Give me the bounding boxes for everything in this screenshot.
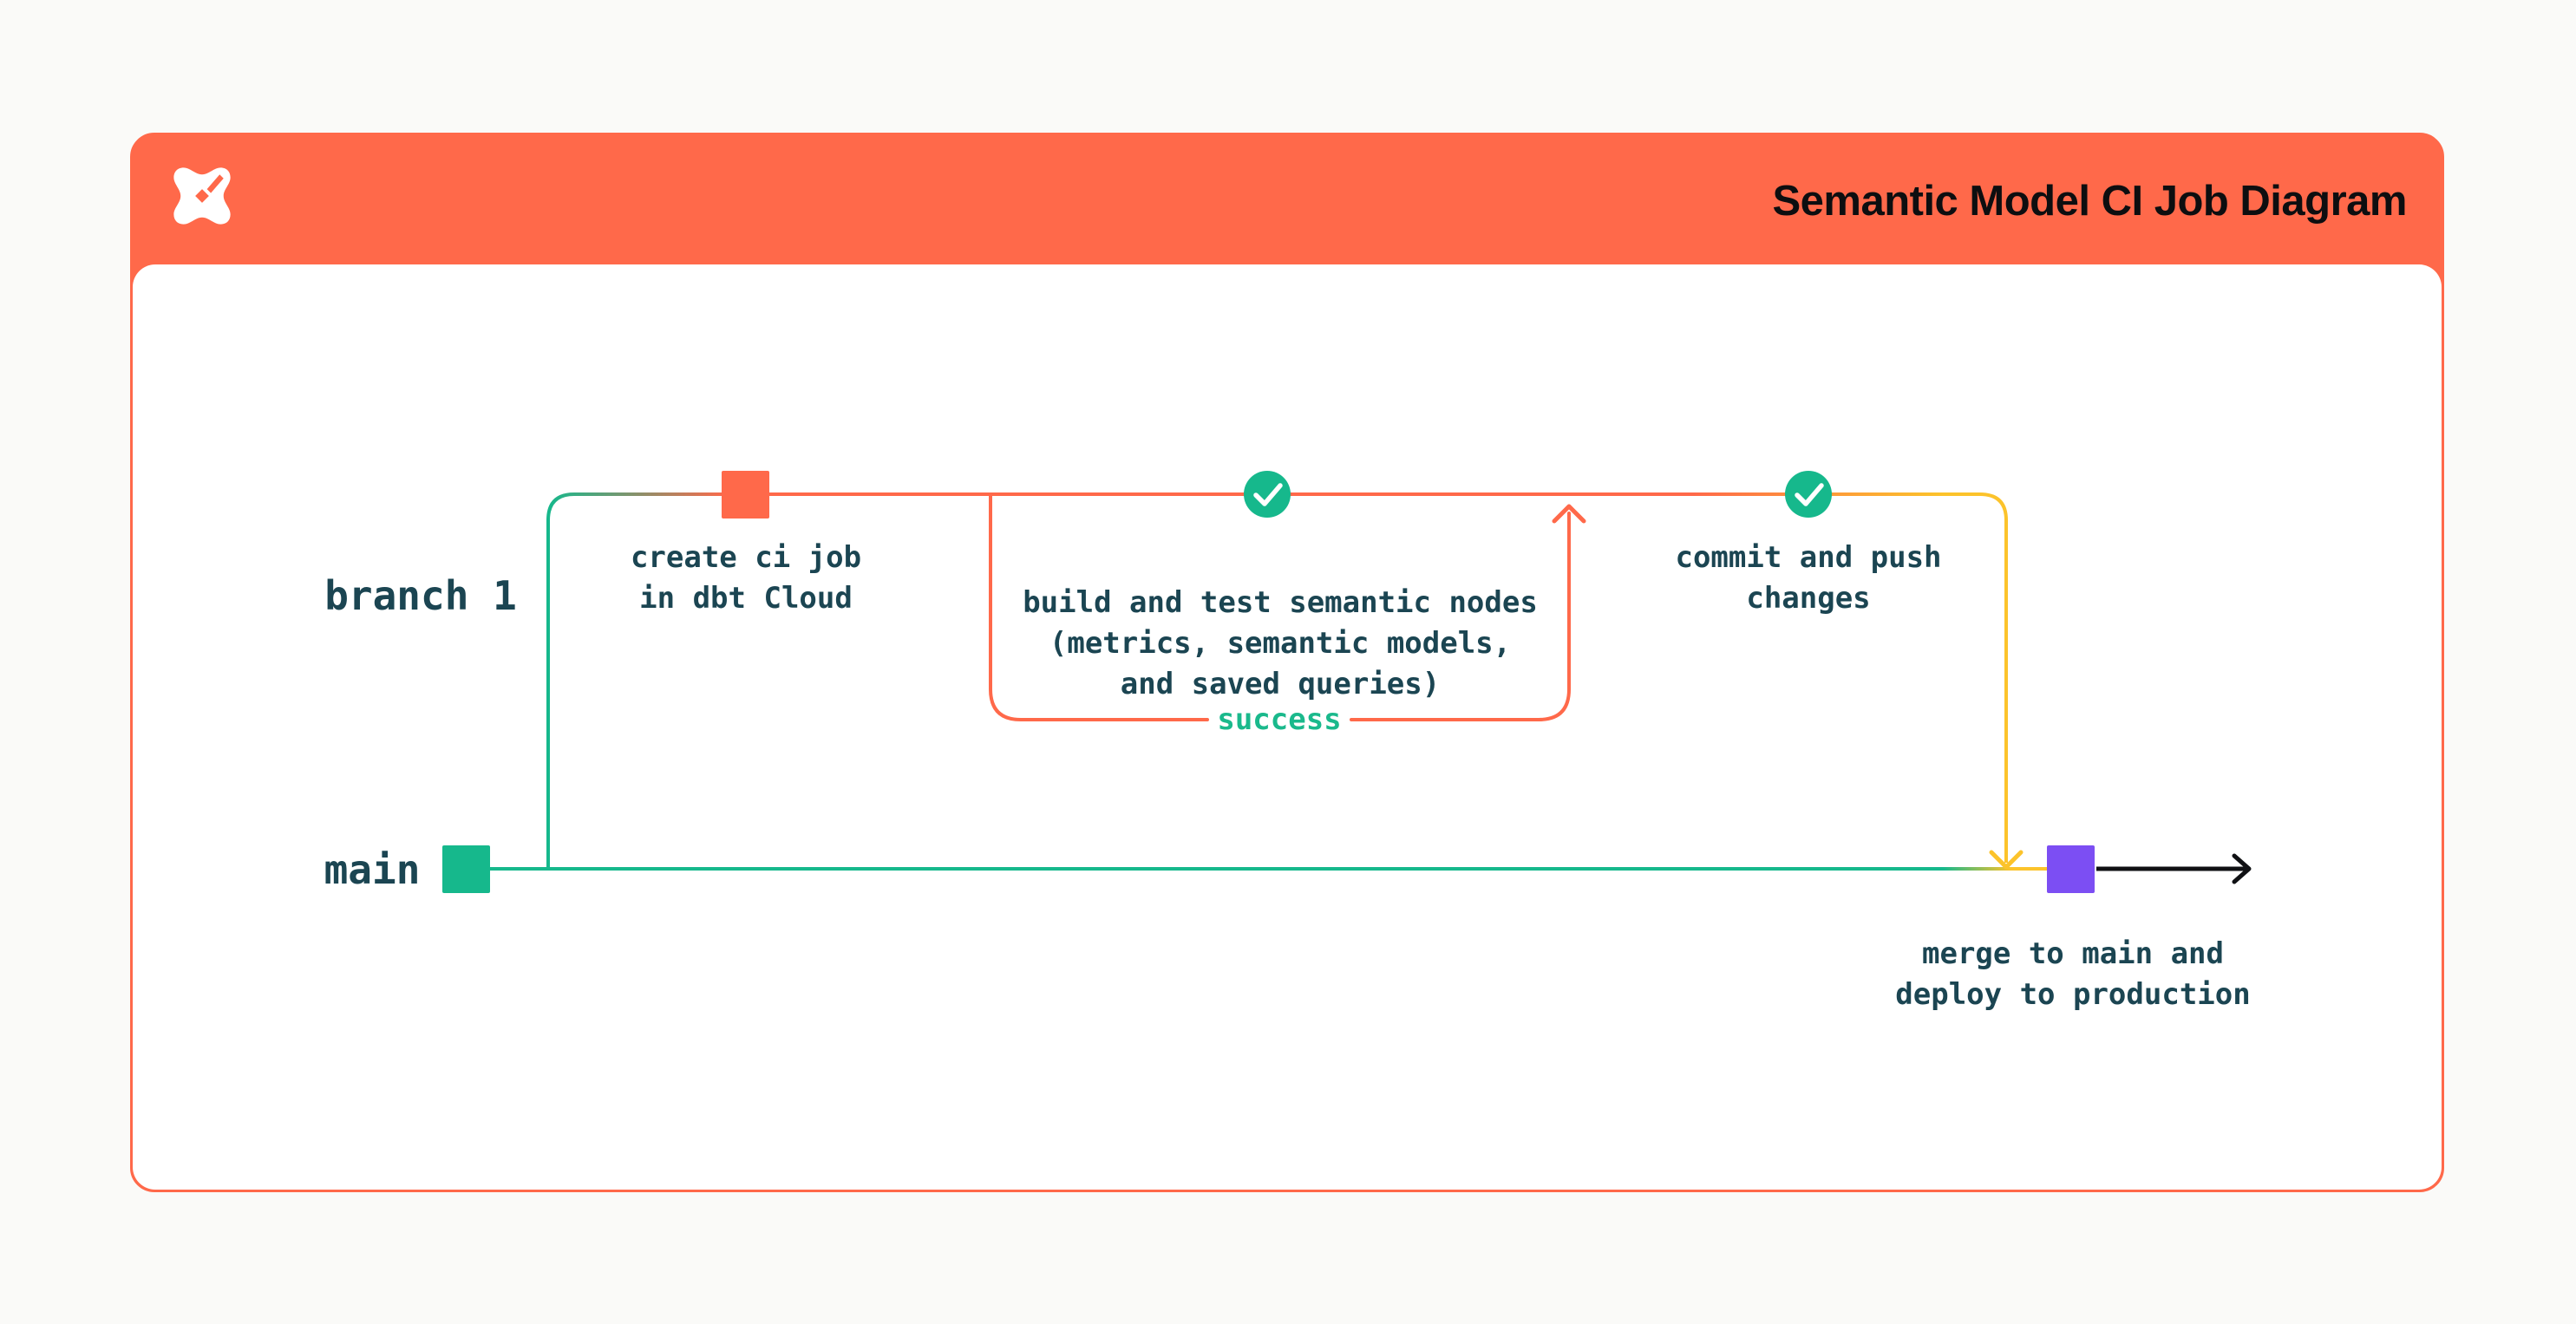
card-header: Semantic Model CI Job Diagram <box>133 135 2442 267</box>
build-test-check-icon <box>1244 471 1291 518</box>
main-lane-label: main <box>324 846 421 893</box>
node-label-merge-deploy: merge to main and deploy to production <box>1895 936 2251 1012</box>
success-loop-right <box>1350 512 1571 721</box>
node-label-commit-push: commit and push changes <box>1675 540 1942 616</box>
success-loop-label: success <box>1217 702 1342 737</box>
node-label-build-and-test: build and test semantic nodes (metrics, … <box>1023 585 1538 701</box>
dbt-logo-icon <box>173 167 231 225</box>
create-ci-job-commit-square <box>722 471 769 519</box>
node-label-create-ci-job: create ci job in dbt Cloud <box>630 540 862 616</box>
success-loop-left <box>989 492 1209 721</box>
production-arrowhead-icon <box>2232 853 2252 884</box>
merge-commit-square <box>2047 845 2095 893</box>
commit-push-check-icon <box>1785 471 1832 518</box>
main-commit-square <box>442 845 490 893</box>
branch-merge-line <box>1979 492 2008 863</box>
page-title: Semantic Model CI Job Diagram <box>1772 178 2407 225</box>
diagram-card: Semantic Model CI Job Diagram <box>130 133 2444 1192</box>
branch-lane-label: branch 1 <box>324 572 517 619</box>
card-body <box>133 264 2442 1190</box>
branch-line-start <box>546 492 729 521</box>
success-loop-arrowhead-icon <box>1552 504 1586 524</box>
merge-arrowhead-icon <box>1989 850 2024 870</box>
